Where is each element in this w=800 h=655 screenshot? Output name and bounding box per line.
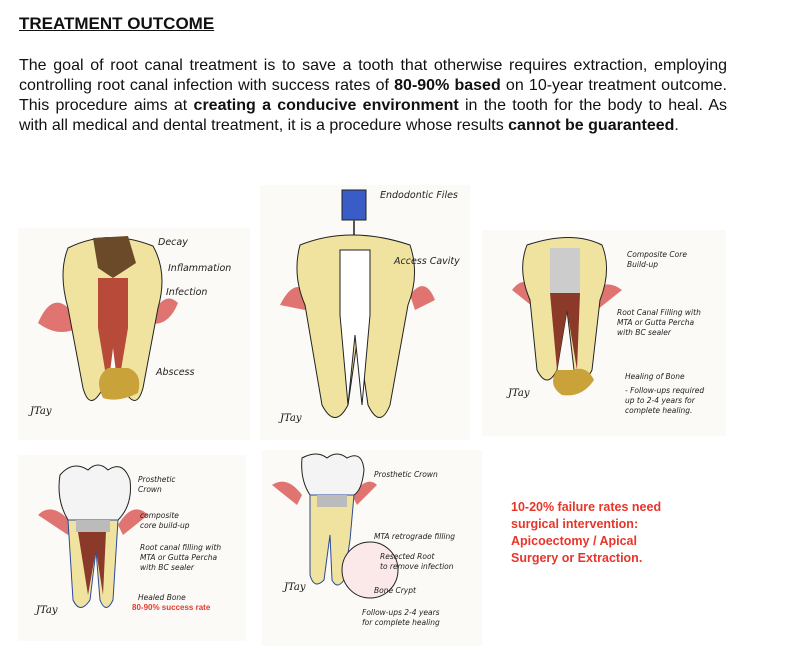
label-decay: Decay xyxy=(158,237,188,248)
label-root-canal-filling: Root Canal Filling with MTA or Gutta Per… xyxy=(617,308,701,337)
illustration-root-canal-filled: Composite Core Build-up Root Canal Filli… xyxy=(482,230,726,436)
label-prosthetic-crown: Prosthetic Crown xyxy=(138,475,176,494)
artist-signature: JTay xyxy=(280,413,302,424)
artist-signature: JTay xyxy=(36,605,58,616)
label-endodontic-files: Endodontic Files xyxy=(380,190,458,201)
artist-signature: JTay xyxy=(508,388,530,399)
intro-text: on 10-year treatment outcome. This proce… xyxy=(19,77,727,114)
label-mta-retrograde: MTA retrograde filling xyxy=(374,532,455,541)
label-healing-bone: Healing of Bone xyxy=(625,372,685,381)
label-bone-crypt: Bone Crypt xyxy=(374,586,416,595)
illustration-infected-tooth: Decay Inflammation Infection Abscess JTa… xyxy=(18,228,250,440)
intro-emphasis: cannot be guaranteed xyxy=(508,117,675,134)
intro-paragraph: The goal of root canal treatment is to s… xyxy=(19,56,727,136)
label-followup: - Follow-ups required up to 2-4 years fo… xyxy=(625,386,705,415)
illustration-apicoectomy: Prosthetic Crown MTA retrograde filling … xyxy=(262,450,482,646)
tooth-drawing xyxy=(38,464,148,608)
label-inflammation: Inflammation xyxy=(168,263,232,274)
label-composite-core: composite core build-up xyxy=(140,511,190,530)
intro-emphasis: creating a conducive environment xyxy=(193,97,459,114)
intro-emphasis: 80-90% based xyxy=(394,77,501,94)
label-abscess: Abscess xyxy=(156,367,195,378)
tooth-drawing xyxy=(38,236,178,401)
label-composite-core: Composite Core Build-up xyxy=(627,250,687,269)
intro-text: in the tooth for the body to heal. As wi… xyxy=(19,97,727,134)
artist-signature: JTay xyxy=(30,406,52,417)
tooth-drawing xyxy=(512,237,622,396)
label-access-cavity: Access Cavity xyxy=(394,256,460,267)
tooth-drawing xyxy=(280,189,435,418)
illustration-access-cavity: Endodontic Files Access Cavity JTay xyxy=(260,185,470,440)
label-root-canal-filling: Root canal filling with MTA or Gutta Per… xyxy=(140,543,222,572)
intro-text: . xyxy=(674,117,679,134)
label-infection: Infection xyxy=(166,287,208,298)
artist-signature: JTay xyxy=(284,582,306,593)
success-rate-label: 80-90% success rate xyxy=(132,603,211,612)
label-followup: Follow-ups 2-4 years for complete healin… xyxy=(362,608,440,627)
illustration-crown-restored: Prosthetic Crown composite core build-up… xyxy=(18,455,246,641)
tooth-drawing xyxy=(272,453,399,599)
intro-text: The goal of root canal treatment is to s… xyxy=(19,57,727,94)
label-resected-root: Resected Root to remove infection xyxy=(380,552,454,571)
failure-rate-note: 10-20% failure rates need surgical inter… xyxy=(511,500,662,565)
section-title: TREATMENT OUTCOME xyxy=(19,14,215,33)
label-healed-bone: Healed Bone xyxy=(138,593,186,602)
label-prosthetic-crown: Prosthetic Crown xyxy=(374,470,438,479)
